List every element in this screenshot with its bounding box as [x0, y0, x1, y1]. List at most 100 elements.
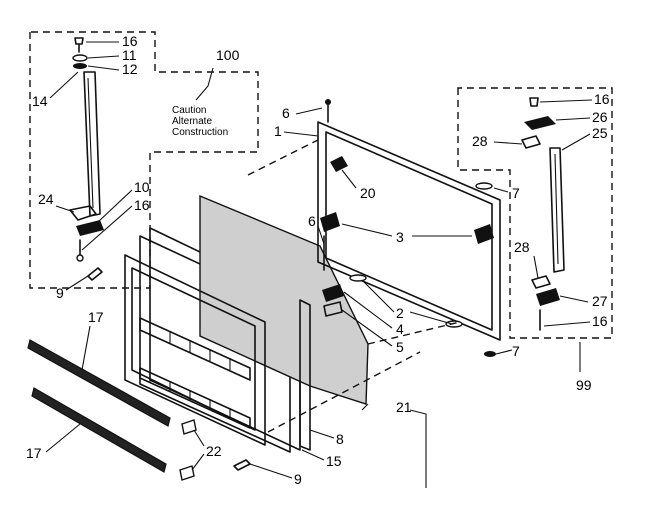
leader-22a [193, 429, 205, 447]
alignment-line [267, 351, 421, 433]
leader-21 [409, 409, 427, 488]
callout-25: 25 [592, 125, 608, 141]
leader-25 [561, 133, 591, 151]
leader-24 [55, 205, 75, 213]
leader-6b [317, 225, 325, 245]
leader-21-tip [361, 403, 369, 411]
kit-99-parts [521, 97, 565, 331]
outer-door-frame [317, 99, 501, 357]
screw-6-top-head [325, 99, 331, 105]
callout-7-upper: 7 [512, 185, 520, 201]
leader-22b [191, 453, 205, 471]
handle-strip-17-upper [27, 339, 171, 427]
leader-17a [81, 325, 91, 371]
callout-16-kit-top: 16 [594, 91, 610, 107]
handle-strips [27, 339, 251, 481]
door-shelf-upper [139, 317, 251, 381]
callout-3: 3 [396, 229, 404, 245]
leader-6a [295, 107, 323, 115]
callout-16-kit-bottom: 16 [592, 313, 608, 329]
hinge-bar-25-detail [554, 153, 559, 265]
leader-12 [87, 65, 120, 71]
alignment-line [247, 139, 319, 176]
bracket-20 [330, 156, 348, 172]
leader-14 [49, 71, 79, 99]
leader-100 [195, 67, 214, 101]
alternate-construction-boundary [29, 31, 259, 289]
leader-5 [341, 309, 393, 347]
plug-7-upper [475, 182, 493, 190]
leader-28b [533, 255, 539, 279]
leader-7b [495, 349, 513, 355]
note-line-caution: Caution [172, 105, 206, 116]
callout-21: 21 [396, 399, 412, 415]
inner-door-liner-recess [131, 267, 256, 431]
callout-17-upper: 17 [88, 309, 104, 325]
callout-14: 14 [32, 93, 48, 109]
bracket-5 [323, 301, 343, 317]
callout-22: 22 [206, 443, 222, 459]
plug-7-lower [484, 351, 496, 357]
caution-note: Caution Alternate Construction [172, 105, 228, 138]
leader-26 [555, 117, 591, 121]
leader-lines [45, 41, 593, 488]
callout-9-bottom: 9 [294, 471, 302, 487]
leader-2a [363, 281, 395, 313]
hinge-bar-25 [549, 147, 565, 273]
leader-4 [343, 291, 393, 329]
spacer-28-upper [521, 135, 541, 149]
trim-8 [299, 299, 311, 451]
callout-15: 15 [326, 453, 342, 469]
callout-4: 4 [396, 321, 404, 337]
callout-8: 8 [336, 431, 344, 447]
callout-7-lower: 7 [512, 343, 520, 359]
leader-20 [341, 169, 357, 189]
washer-12 [73, 63, 87, 69]
callout-16-hinge: 16 [134, 197, 150, 213]
leader-16c [539, 99, 593, 103]
bracket-27 [536, 288, 560, 306]
door-panel-1 [317, 121, 501, 341]
end-cap-22-lower [179, 465, 195, 481]
handle-strip-17-lower [31, 387, 167, 473]
hinge-bar-detail [87, 77, 94, 209]
cap-2 [349, 274, 367, 282]
leader-7a [493, 187, 509, 193]
bracket-24 [69, 205, 97, 221]
alternate-hinge-assembly [69, 37, 104, 281]
callout-16-top: 16 [122, 33, 138, 49]
screw-16-kit-top [529, 97, 539, 107]
leader-11 [87, 55, 120, 59]
callout-99: 99 [576, 377, 592, 393]
hinge-bar [83, 71, 101, 217]
callout-100: 100 [216, 47, 240, 63]
leader-10 [97, 189, 133, 223]
callout-6-top: 6 [282, 105, 290, 121]
leader-28a [493, 141, 523, 145]
door-liner-assembly [124, 194, 369, 453]
leader-27 [559, 295, 589, 303]
callout-10: 10 [134, 179, 150, 195]
end-cap-22-upper [181, 419, 197, 435]
callout-28-upper: 28 [472, 133, 488, 149]
screw-16-top [74, 37, 84, 45]
callout-5: 5 [396, 339, 404, 355]
spacer-28-lower [531, 275, 551, 289]
insulation-panel-21 [199, 194, 369, 405]
callout-28-lower: 28 [514, 239, 530, 255]
hinge-bracket-10 [76, 220, 104, 236]
callout-1: 1 [274, 123, 282, 139]
callout-9-left: 9 [56, 285, 64, 301]
hinge-3-right [474, 224, 494, 244]
leader-16b [81, 205, 133, 251]
callout-2: 2 [396, 305, 404, 321]
bracket-4 [322, 284, 344, 302]
door-shelf-lower [139, 367, 251, 429]
washer-11 [72, 54, 88, 62]
leader-3a [341, 223, 393, 237]
callout-11: 11 [122, 47, 137, 63]
callout-labels: 16 11 12 100 14 24 10 16 9 6 1 20 7 3 6 … [26, 33, 610, 487]
screw-9-left [87, 267, 103, 281]
callout-24: 24 [38, 191, 54, 207]
